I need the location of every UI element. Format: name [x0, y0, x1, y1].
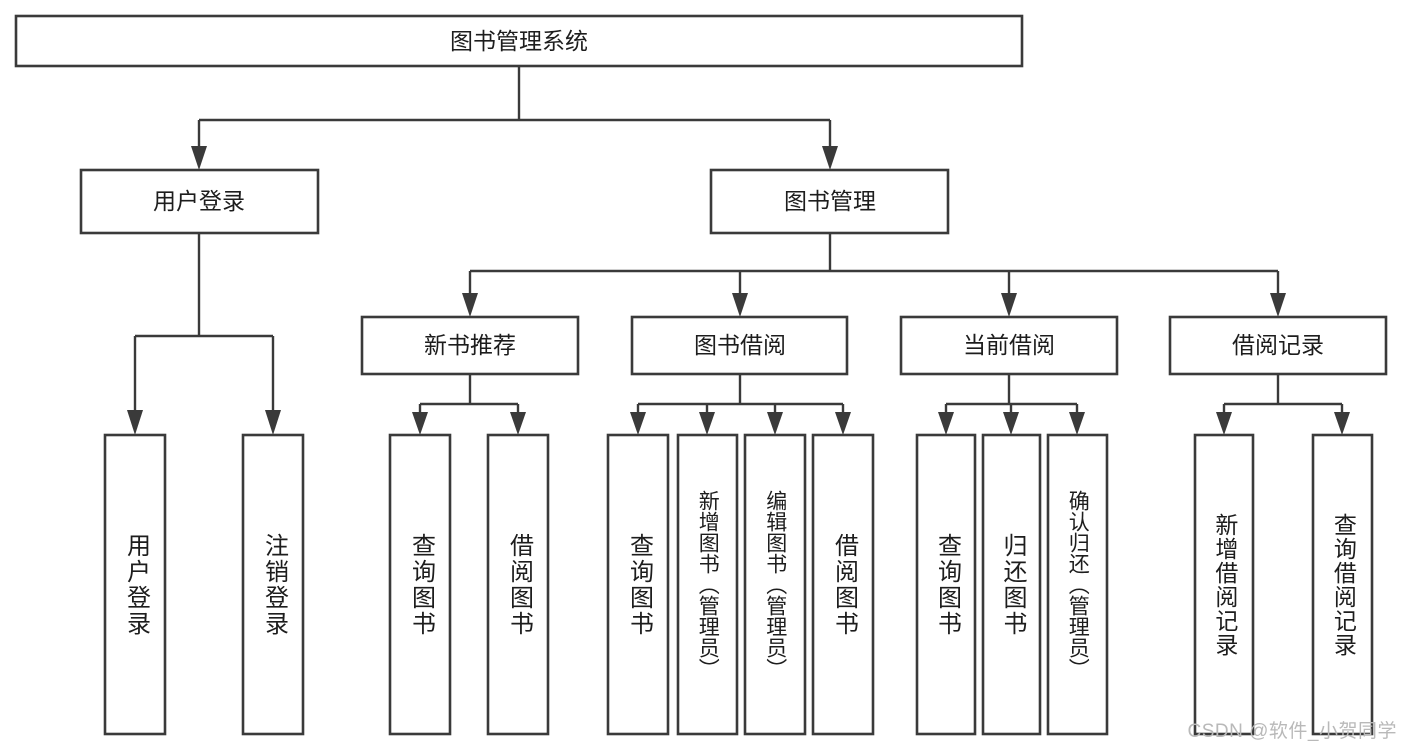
node-root-label: 图书管理系统: [450, 28, 588, 54]
node-current-borrow[interactable]: 当前借阅: [899, 315, 1119, 376]
node-current-borrow-label: 当前借阅: [963, 332, 1055, 358]
leaf-return-book[interactable]: [981, 433, 1042, 736]
leaf-borrow-book-1[interactable]: [486, 433, 550, 736]
leaf-borrow-book-2[interactable]: [811, 433, 875, 736]
connector-userlogin-to-leaves: [127, 233, 281, 435]
leaf-query-record[interactable]: [1311, 433, 1374, 736]
node-borrow-record[interactable]: 借阅记录: [1168, 315, 1388, 376]
leaf-edit-book[interactable]: [743, 433, 807, 736]
connector-root-to-level2: [191, 66, 838, 170]
leaf-add-record[interactable]: [1193, 433, 1255, 736]
connector-bookmanage-to-level3: [462, 233, 1286, 317]
leaf-logout[interactable]: [241, 433, 305, 736]
connector-bookborrow-to-leaves: [630, 374, 851, 435]
node-new-book-recommend-label: 新书推荐: [424, 332, 516, 358]
leaf-query-book-2[interactable]: [606, 433, 670, 736]
node-book-manage-label: 图书管理: [784, 188, 876, 214]
node-user-login[interactable]: 用户登录: [79, 168, 320, 235]
leaf-box-group: [103, 433, 1374, 736]
node-book-borrow[interactable]: 图书借阅: [630, 315, 849, 376]
leaf-user-login[interactable]: [103, 433, 167, 736]
connector-newbook-to-leaves: [412, 374, 526, 435]
node-book-borrow-label: 图书借阅: [694, 332, 786, 358]
connector-borrowrecord-to-leaves: [1216, 374, 1350, 435]
leaf-add-book[interactable]: [676, 433, 739, 736]
node-new-book-recommend[interactable]: 新书推荐: [360, 315, 580, 376]
connector-currentborrow-to-leaves: [938, 374, 1085, 435]
node-book-manage[interactable]: 图书管理: [709, 168, 950, 235]
node-root[interactable]: 图书管理系统: [14, 14, 1024, 68]
leaf-confirm-return[interactable]: [1046, 433, 1109, 736]
node-borrow-record-label: 借阅记录: [1232, 332, 1324, 358]
node-user-login-label: 用户登录: [153, 188, 245, 214]
leaf-query-book-1[interactable]: [388, 433, 452, 736]
leaf-query-book-3[interactable]: [915, 433, 977, 736]
